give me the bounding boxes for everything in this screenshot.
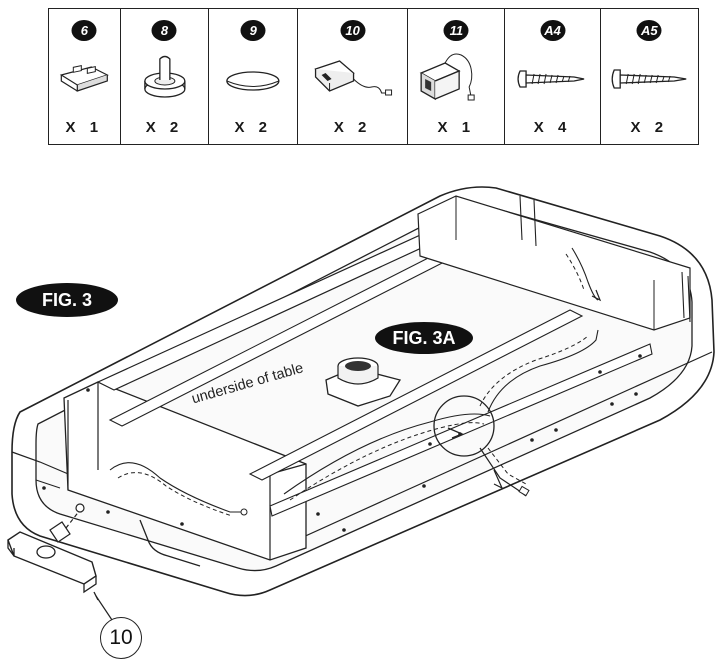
part-quantity: X 2 (145, 119, 184, 136)
part-cell-6: 6 X 1 (48, 8, 121, 145)
part-cell-11: 11 X 1 (407, 8, 506, 145)
figure-label-fig3: FIG. 3 (16, 283, 118, 317)
cable-route-center (283, 413, 491, 495)
score-unit-10 (7, 503, 99, 601)
cable-route-left (109, 462, 244, 513)
part-quantity: X 4 (533, 119, 572, 136)
part-number-badge: 11 (443, 20, 469, 41)
blower-motor-icon (419, 53, 475, 101)
detail-circle (433, 395, 495, 457)
part-number-badge: 10 (340, 20, 366, 41)
parts-list-table: 6 X 1 8 X 2 9 (48, 8, 700, 145)
part-quantity: X 1 (65, 119, 104, 136)
part-cell-8: 8 X 2 (119, 8, 210, 145)
part-cell-10: 10 X 2 (297, 8, 409, 145)
blower-housing (325, 357, 402, 407)
part-number-badge: 6 (71, 20, 97, 41)
hinge-bracket-icon (59, 65, 109, 92)
part-number-badge: 9 (240, 20, 266, 41)
part-number-badge: A4 (540, 20, 566, 41)
part-cell-9: 9 X 2 (208, 8, 299, 145)
puck-disc-icon (226, 71, 280, 91)
pusher-mallet-icon (143, 55, 186, 98)
part-cell-A4: A4 X 4 (504, 8, 601, 145)
screw-icon (517, 70, 585, 88)
screw-icon (611, 69, 686, 89)
part-quantity: X 2 (630, 119, 669, 136)
part-number-badge: 8 (151, 20, 177, 41)
part-number-badge: A5 (636, 20, 662, 41)
part-quantity: X 2 (234, 119, 272, 136)
long-rail-bottom (269, 343, 653, 517)
part-cell-A5: A5 X 2 (599, 8, 700, 145)
table-underside-drawing (7, 186, 715, 621)
score-unit-with-cable-icon (314, 60, 393, 96)
figure-label-fig3a: FIG. 3A (375, 322, 473, 354)
long-rail-lower (248, 309, 584, 481)
part-callout-10: 10 (100, 617, 142, 659)
cable-route-right (487, 329, 599, 413)
part-quantity: X 1 (437, 119, 476, 136)
part-quantity: X 2 (333, 119, 372, 136)
